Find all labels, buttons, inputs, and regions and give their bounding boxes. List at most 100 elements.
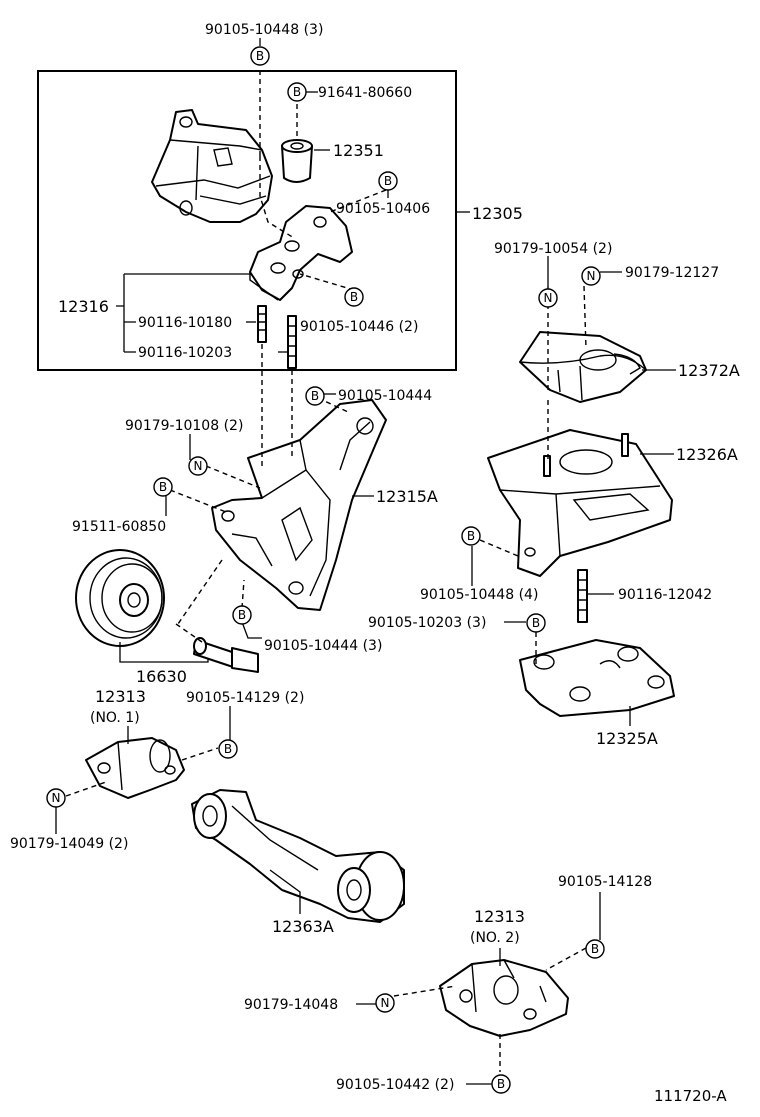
bracket-12315a-drawing <box>211 399 387 611</box>
assembly-box-12305 <box>37 70 457 371</box>
svg-text:N: N <box>381 996 390 1010</box>
mount-insulator-12372a-drawing <box>519 331 647 403</box>
badge-b: B <box>491 1074 511 1094</box>
part-label: (NO. 1) <box>90 710 140 726</box>
bracket-12313-no2-drawing <box>439 959 569 1037</box>
badge-b: B <box>461 526 481 546</box>
dash-line <box>259 156 295 239</box>
dash-line <box>545 947 587 971</box>
dash-line <box>169 489 227 513</box>
badge-n: N <box>375 993 395 1013</box>
stud-12042-drawing <box>577 569 588 623</box>
svg-text:N: N <box>194 459 203 473</box>
dash-line <box>393 985 457 997</box>
idler-pulley-16630-drawing <box>75 549 165 647</box>
svg-text:N: N <box>544 291 553 305</box>
part-label: 91641-80660 <box>318 85 412 101</box>
torque-rod-12363a-drawing <box>191 789 405 923</box>
part-label: 90116-12042 <box>618 587 712 603</box>
svg-text:B: B <box>384 174 392 188</box>
leader-line <box>119 642 209 663</box>
part-label: 90105-10448 (4) <box>420 587 538 603</box>
part-label: 90105-10444 (3) <box>264 638 382 654</box>
part-label: 90179-10108 (2) <box>125 418 243 434</box>
part-label: (NO. 2) <box>470 930 520 946</box>
part-label: 90179-10054 (2) <box>494 241 612 257</box>
badge-b: B <box>153 477 173 497</box>
badge-b: B <box>287 82 307 102</box>
leader-line <box>269 869 301 914</box>
bracket-12326a-drawing <box>487 429 673 577</box>
badge-b: B <box>378 171 398 191</box>
part-label: 12315A <box>376 487 438 506</box>
part-label: 90116-10180 <box>138 315 232 331</box>
part-label: 12313 <box>95 687 146 706</box>
dash-line <box>583 285 587 349</box>
svg-text:B: B <box>238 608 246 622</box>
badge-n: N <box>46 788 66 808</box>
part-label: 12313 <box>474 907 525 926</box>
dash-line <box>177 559 223 625</box>
part-label: 12372A <box>678 361 740 380</box>
part-label: 91511-60850 <box>72 519 166 535</box>
svg-text:B: B <box>497 1077 505 1091</box>
part-label: 90105-10203 (3) <box>368 615 486 631</box>
part-label: 90105-10442 (2) <box>336 1077 454 1093</box>
dash-line <box>181 747 219 761</box>
pulley-bolt-drawing <box>193 637 259 673</box>
bracket-12325a-drawing <box>519 639 675 717</box>
svg-text:B: B <box>256 49 264 63</box>
dash-line <box>65 781 107 797</box>
part-label: 90105-10446 (2) <box>300 319 418 335</box>
svg-text:B: B <box>293 85 301 99</box>
part-label: 90179-14048 <box>244 997 338 1013</box>
part-label: 90105-14129 (2) <box>186 690 304 706</box>
badge-b: B <box>250 46 270 66</box>
part-label: 16630 <box>136 667 187 686</box>
dash-line <box>299 273 355 291</box>
dash-line <box>241 579 245 609</box>
part-label: 90179-12127 <box>625 265 719 281</box>
svg-text:B: B <box>224 742 232 756</box>
svg-text:N: N <box>52 791 61 805</box>
part-label: 90105-10406 <box>336 201 430 217</box>
part-label: 12316 <box>58 297 109 316</box>
part-label: 90116-10203 <box>138 345 232 361</box>
svg-text:B: B <box>311 389 319 403</box>
svg-text:B: B <box>350 290 358 304</box>
svg-text:N: N <box>587 269 596 283</box>
svg-text:B: B <box>532 616 540 630</box>
part-label: 12326A <box>676 445 738 464</box>
badge-n: N <box>538 288 558 308</box>
dash-line <box>317 397 349 413</box>
svg-text:B: B <box>159 480 167 494</box>
part-label: 90105-10448 (3) <box>205 22 323 38</box>
bracket-12313-no1-drawing <box>85 737 185 799</box>
part-label: 12305 <box>472 204 523 223</box>
part-label: 12363A <box>272 917 334 936</box>
diagram-reference: 111720-A <box>654 1087 727 1105</box>
part-label: 90179-14049 (2) <box>10 836 128 852</box>
part-label: 12325A <box>596 729 658 748</box>
badge-b: B <box>344 287 364 307</box>
stud-bolts-drawing <box>257 305 297 369</box>
badge-n: N <box>581 266 601 286</box>
dash-line <box>205 465 261 489</box>
dash-line <box>329 189 387 213</box>
badge-n: N <box>188 456 208 476</box>
part-label: 12351 <box>333 141 384 160</box>
engine-mount-insulator-drawing <box>151 109 273 223</box>
svg-text:B: B <box>591 942 599 956</box>
svg-text:B: B <box>467 529 475 543</box>
badge-b: B <box>305 386 325 406</box>
part-label: 90105-10444 <box>338 388 432 404</box>
badge-b: B <box>585 939 605 959</box>
badge-b: B <box>526 613 546 633</box>
leader-line <box>241 621 262 639</box>
leader-line <box>116 273 250 353</box>
badge-b: B <box>218 739 238 759</box>
part-label: 90105-14128 <box>558 874 652 890</box>
badge-b: B <box>232 605 252 625</box>
